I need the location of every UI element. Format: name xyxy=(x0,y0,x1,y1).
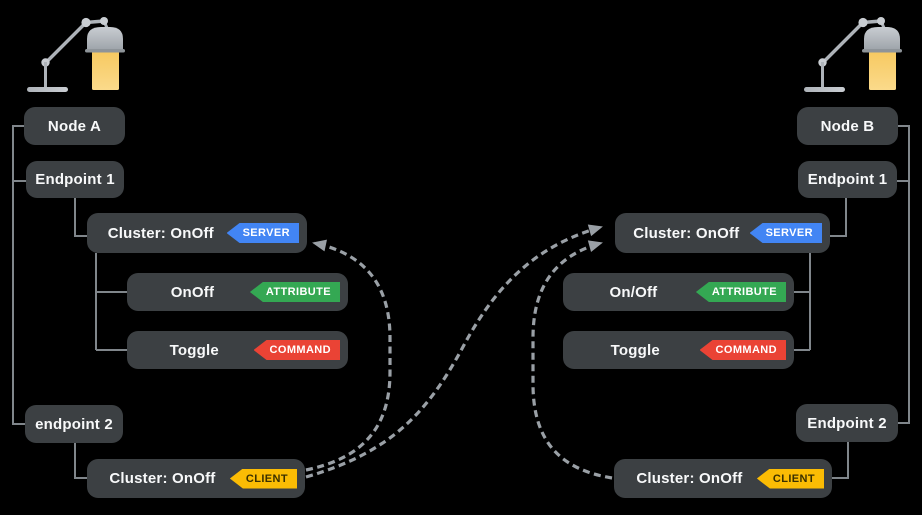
command-label: Toggle xyxy=(169,341,219,359)
node-a-command-row: Toggle COMMAND xyxy=(127,331,348,369)
cluster-label: Cluster: OnOff xyxy=(636,470,743,487)
desk-lamp-icon xyxy=(27,17,125,92)
attribute-badge: ATTRIBUTE xyxy=(695,282,786,302)
node-a-server-cluster-box: Cluster: OnOff SERVER xyxy=(87,213,307,253)
node-b-endpoint-2-box: Endpoint 2 xyxy=(796,404,898,442)
command-label: Toggle xyxy=(610,341,660,359)
node-a-endpoint-2-box: endpoint 2 xyxy=(25,405,123,443)
node-b-client-cluster-box: Cluster: OnOff CLIENT xyxy=(614,459,832,498)
attribute-label: OnOff xyxy=(170,283,215,301)
node-b-server-cluster-box: Cluster: OnOff SERVER xyxy=(615,213,830,253)
node-a-label: Node A xyxy=(47,117,102,135)
cluster-label: Cluster: OnOff xyxy=(109,470,216,487)
cluster-label: Cluster: OnOff xyxy=(107,224,214,242)
client-badge: CLIENT xyxy=(229,468,297,489)
node-b-command-row: Toggle COMMAND xyxy=(563,331,794,369)
node-a-box: Node A xyxy=(24,107,125,145)
node-b-box: Node B xyxy=(797,107,898,145)
cluster-label: Cluster: OnOff xyxy=(633,224,740,242)
endpoint-label: endpoint 2 xyxy=(35,415,113,433)
desk-lamp-icon xyxy=(802,15,904,94)
attribute-badge: ATTRIBUTE xyxy=(249,282,340,302)
node-b-endpoint-1-box: Endpoint 1 xyxy=(798,161,897,198)
node-b-label: Node B xyxy=(820,117,875,135)
attribute-label: On/Off xyxy=(609,283,658,301)
endpoint-label: Endpoint 2 xyxy=(807,414,887,432)
binding-arrow-a-client-to-b-server xyxy=(305,224,603,479)
node-b-attribute-row: On/Off ATTRIBUTE xyxy=(563,273,794,311)
command-badge: COMMAND xyxy=(253,340,340,360)
command-badge: COMMAND xyxy=(699,340,786,360)
server-badge: SERVER xyxy=(226,223,299,243)
node-a-endpoint-1-box: Endpoint 1 xyxy=(26,161,124,198)
client-badge: CLIENT xyxy=(756,468,824,489)
endpoint-label: Endpoint 1 xyxy=(35,171,115,188)
node-a-client-cluster-box: Cluster: OnOff CLIENT xyxy=(87,459,305,498)
server-badge: SERVER xyxy=(749,223,822,243)
node-a-attribute-row: OnOff ATTRIBUTE xyxy=(127,273,348,311)
endpoint-label: Endpoint 1 xyxy=(807,171,888,188)
